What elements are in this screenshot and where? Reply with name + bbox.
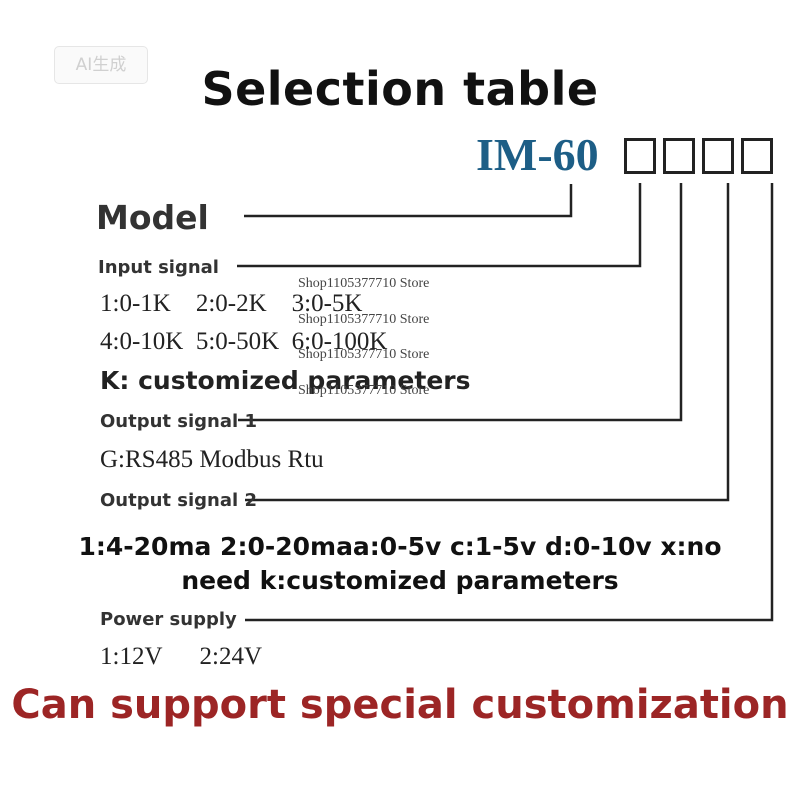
output-signal-2-options: 1:4-20ma 2:0-20maa:0-5v c:1-5v d:0-10v x… (0, 530, 800, 598)
output-signal-2-label: Output signal 2 (100, 490, 257, 511)
store-watermark: Shop1105377710 Store (298, 276, 430, 291)
connector-output-signal-2 (245, 183, 730, 502)
connector-input-signal (237, 183, 642, 268)
store-watermark: Shop1105377710 Store (298, 383, 430, 398)
code-box-output-signal-2 (702, 138, 734, 174)
store-watermark: Shop1105377710 Store (298, 312, 430, 327)
connector-model (244, 184, 573, 218)
code-box-power-supply (741, 138, 773, 174)
input-signal-label: Input signal (98, 257, 219, 278)
power-supply-label: Power supply (100, 609, 237, 630)
model-code: IM-60 (476, 129, 599, 180)
input-signal-custom-note: K: customized parameters (100, 366, 471, 395)
customization-banner: Can support special customization (11, 682, 789, 728)
code-box-output-signal-1 (663, 138, 695, 174)
connector-power-supply (245, 183, 774, 622)
model-label: Model (96, 198, 209, 237)
code-box-input-signal (624, 138, 656, 174)
ai-generated-badge: AI生成 (54, 46, 148, 84)
power-supply-value: 1:12V 2:24V (100, 643, 263, 670)
output-signal-1-label: Output signal 1 (100, 411, 257, 432)
page-title: Selection table (201, 62, 599, 116)
output-signal-1-value: G:RS485 Modbus Rtu (100, 446, 324, 473)
output-signal-2-line-1: 1:4-20ma 2:0-20maa:0-5v c:1-5v d:0-10v x… (78, 532, 722, 561)
store-watermark: Shop1105377710 Store (298, 347, 430, 362)
output-signal-2-line-2: need k:customized parameters (181, 566, 619, 595)
input-signal-options-row-2: 4:0-10K 5:0-50K 6:0-100K (100, 328, 388, 355)
connector-output-signal-1 (238, 183, 683, 422)
input-signal-options-row-1: 1:0-1K 2:0-2K 3:0-5K (100, 290, 363, 317)
